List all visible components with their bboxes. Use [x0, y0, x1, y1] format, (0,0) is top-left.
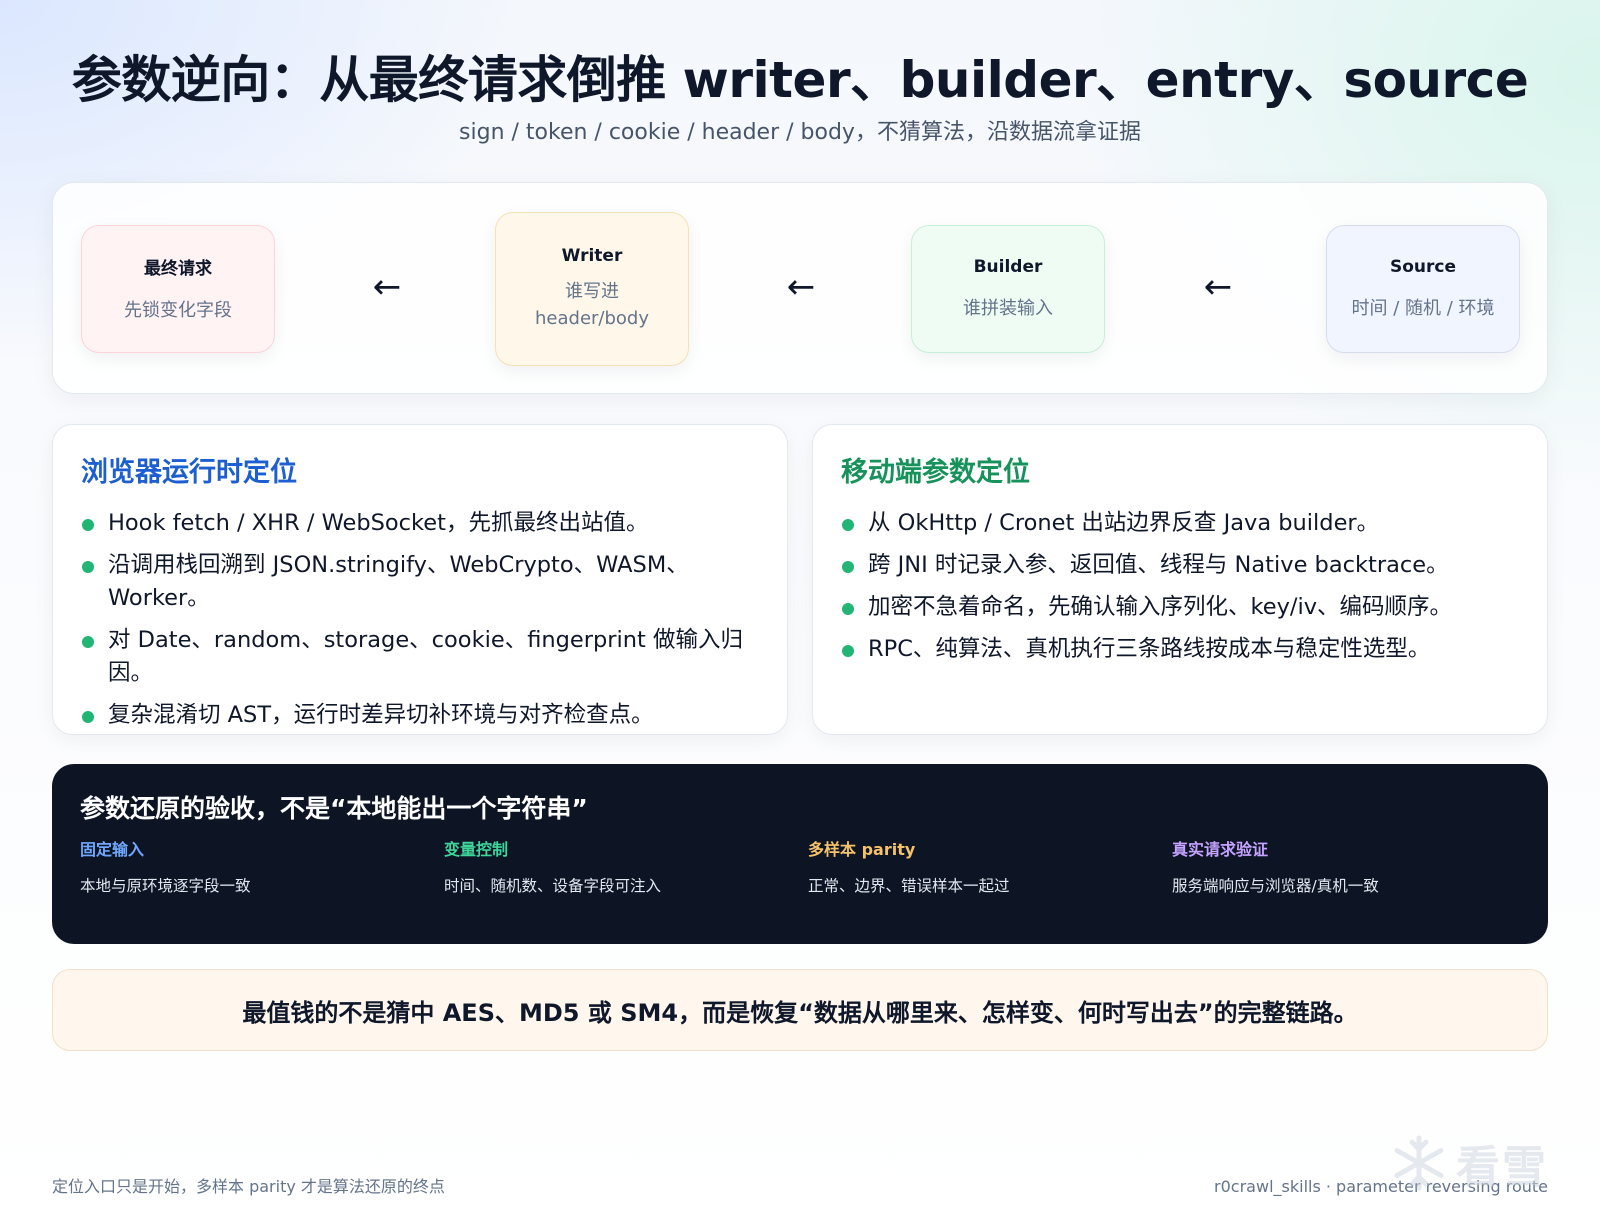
- bullet-dot-icon: [82, 711, 94, 723]
- acceptance-title: 参数还原的验收，不是“本地能出一个字符串”: [80, 794, 588, 823]
- acceptance-column-desc: 正常、边界、错误样本一起过: [808, 877, 1010, 895]
- key-takeaway-note: 最值钱的不是猜中 AES、MD5 或 SM4，而是恢复“数据从哪里来、怎样变、何…: [52, 969, 1548, 1051]
- list-item: 加密不急着命名，先确认输入序列化、key/iv、编码顺序。: [841, 591, 1519, 624]
- card-title: 浏览器运行时定位: [81, 457, 297, 488]
- left-arrow-icon: ←: [372, 267, 402, 307]
- flow-node-writer: Writer 谁写进 header/body: [495, 212, 689, 366]
- acceptance-column: 多样本 parity 正常、边界、错误样本一起过: [808, 838, 1148, 898]
- list-item-text: 跨 JNI 时记录入参、返回值、线程与 Native backtrace。: [868, 552, 1449, 578]
- list-item-text: RPC、纯算法、真机执行三条路线按成本与稳定性选型。: [868, 636, 1431, 662]
- list-item-text: 加密不急着命名，先确认输入序列化、key/iv、编码顺序。: [868, 594, 1453, 620]
- acceptance-column-desc: 服务端响应与浏览器/真机一致: [1172, 877, 1379, 895]
- bullet-dot-icon: [82, 561, 94, 573]
- acceptance-panel: 参数还原的验收，不是“本地能出一个字符串” 固定输入 本地与原环境逐字段一致 变…: [52, 764, 1548, 944]
- footer-credit: r0crawl_skills · parameter reversing rou…: [1214, 1177, 1548, 1196]
- flow-node-desc: 时间 / 随机 / 环境: [1351, 297, 1495, 319]
- flow-node-builder: Builder 谁拼装输入: [911, 225, 1105, 353]
- acceptance-column-title: 真实请求验证: [1172, 840, 1269, 859]
- flow-panel: 最终请求 先锁变化字段 ← Writer 谁写进 header/body ← B…: [52, 182, 1548, 394]
- flow-node-title: Builder: [973, 256, 1043, 277]
- flow-node-final-request: 最终请求 先锁变化字段: [81, 225, 275, 353]
- bullet-dot-icon: [842, 603, 854, 615]
- list-item: 从 OkHttp / Cronet 出站边界反查 Java builder。: [841, 507, 1519, 540]
- acceptance-column-desc: 时间、随机数、设备字段可注入: [444, 877, 662, 895]
- bullet-dot-icon: [82, 636, 94, 648]
- watermark-text: 看雪: [1456, 1142, 1548, 1193]
- bullet-dot-icon: [842, 645, 854, 657]
- flow-node-desc: 谁写进 header/body: [535, 281, 649, 329]
- browser-locating-card: 浏览器运行时定位 Hook fetch / XHR / WebSocket，先抓…: [52, 424, 788, 735]
- footer-note: 定位入口只是开始，多样本 parity 才是算法还原的终点: [52, 1177, 445, 1196]
- list-item: RPC、纯算法、真机执行三条路线按成本与稳定性选型。: [841, 633, 1519, 666]
- page-subtitle: sign / token / cookie / header / body，不猜…: [459, 120, 1141, 145]
- page-title: 参数逆向：从最终请求倒推 writer、builder、entry、source: [71, 51, 1529, 109]
- list-item-text: 复杂混淆切 AST，运行时差异切补环境与对齐检查点。: [108, 702, 654, 728]
- list-item: 对 Date、random、storage、cookie、fingerprint…: [81, 624, 759, 690]
- bullet-dot-icon: [842, 561, 854, 573]
- acceptance-column: 固定输入 本地与原环境逐字段一致: [80, 838, 420, 898]
- list-item: 复杂混淆切 AST，运行时差异切补环境与对齐检查点。: [81, 699, 759, 732]
- acceptance-column-title: 固定输入: [80, 840, 145, 859]
- snowflake-icon: [1394, 1135, 1444, 1191]
- list-item: 跨 JNI 时记录入参、返回值、线程与 Native backtrace。: [841, 549, 1519, 582]
- watermark-logo: 看雪: [1388, 1128, 1588, 1198]
- mobile-locating-card: 移动端参数定位 从 OkHttp / Cronet 出站边界反查 Java bu…: [812, 424, 1548, 735]
- list-item: 沿调用栈回溯到 JSON.stringify、WebCrypto、WASM、Wo…: [81, 549, 759, 615]
- bullet-list: Hook fetch / XHR / WebSocket，先抓最终出站值。 沿调…: [81, 507, 759, 732]
- flow-node-title: Writer: [561, 246, 623, 266]
- acceptance-column-desc: 本地与原环境逐字段一致: [80, 877, 251, 895]
- bullet-dot-icon: [82, 519, 94, 531]
- flow-node-desc: 先锁变化字段: [124, 300, 232, 321]
- acceptance-column-title: 变量控制: [444, 840, 509, 859]
- acceptance-column: 变量控制 时间、随机数、设备字段可注入: [444, 838, 784, 898]
- list-item-text: 对 Date、random、storage、cookie、fingerprint…: [108, 627, 744, 686]
- flow-node-title: Source: [1389, 256, 1457, 277]
- list-item: Hook fetch / XHR / WebSocket，先抓最终出站值。: [81, 507, 759, 540]
- acceptance-column: 真实请求验证 服务端响应与浏览器/真机一致: [1172, 838, 1512, 898]
- list-item-text: 沿调用栈回溯到 JSON.stringify、WebCrypto、WASM、Wo…: [108, 552, 689, 611]
- list-item-text: Hook fetch / XHR / WebSocket，先抓最终出站值。: [108, 510, 649, 536]
- bullet-dot-icon: [842, 519, 854, 531]
- flow-node-desc: 谁拼装输入: [963, 297, 1053, 319]
- acceptance-column-title: 多样本 parity: [808, 840, 916, 859]
- left-arrow-icon: ←: [786, 267, 816, 307]
- flow-node-source: Source 时间 / 随机 / 环境: [1326, 225, 1520, 353]
- bullet-list: 从 OkHttp / Cronet 出站边界反查 Java builder。 跨…: [841, 507, 1519, 666]
- acceptance-columns: 固定输入 本地与原环境逐字段一致 变量控制 时间、随机数、设备字段可注入 多样本…: [80, 838, 1520, 928]
- left-arrow-icon: ←: [1203, 267, 1233, 307]
- card-title: 移动端参数定位: [841, 457, 1030, 488]
- list-item-text: 从 OkHttp / Cronet 出站边界反查 Java builder。: [868, 510, 1380, 536]
- flow-node-title: 最终请求: [144, 259, 212, 279]
